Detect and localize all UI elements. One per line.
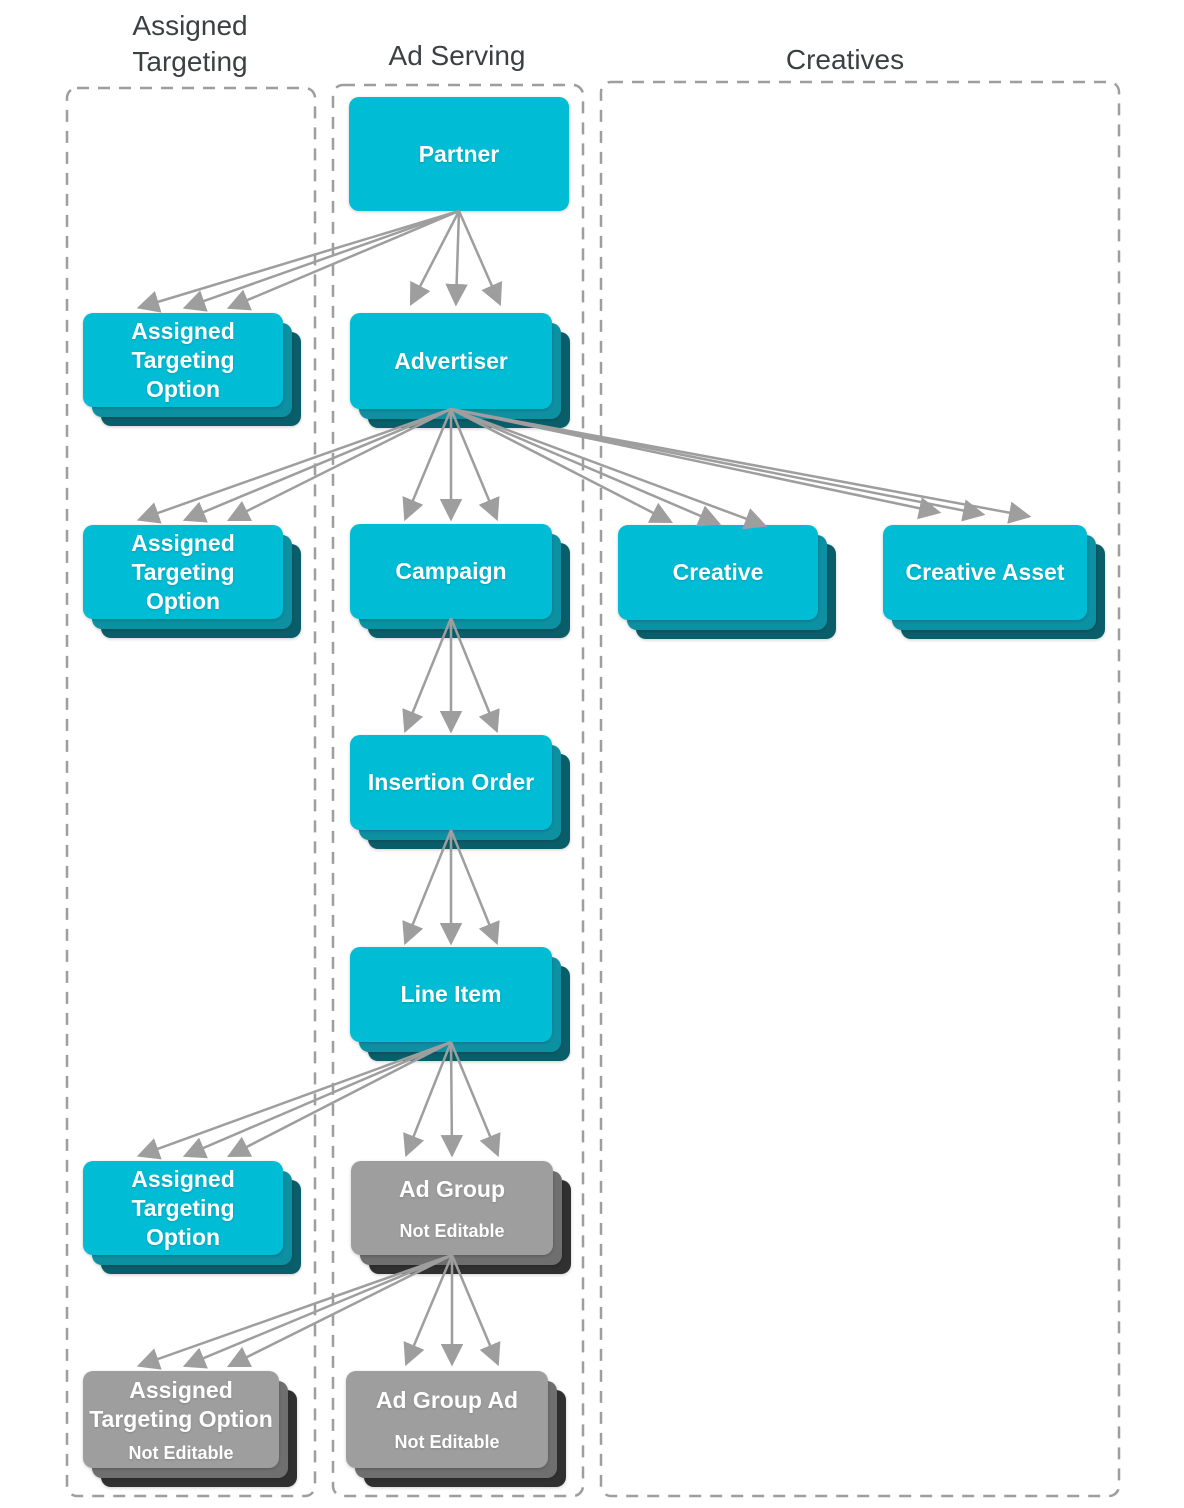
column-borders: [65, 80, 1121, 1498]
column-title-assigned-targeting: Assigned Targeting: [132, 10, 248, 77]
node-label: Ad Group: [398, 1175, 506, 1202]
node-partner: Partner: [349, 97, 569, 211]
edge-line: [457, 210, 503, 307]
node-creative-asset: Creative Asset: [883, 525, 1087, 620]
node-ad-group-ad: Ad Group Ad Not Editable: [346, 1371, 548, 1468]
node-label: Creative Asset: [905, 559, 1065, 585]
node-label: Partner: [418, 140, 500, 167]
node-face: Assigned Targeting Option: [83, 313, 283, 407]
node-face: Insertion Order: [350, 735, 552, 830]
node-advertiser: Advertiser: [350, 313, 552, 409]
node-label: Ad Group Ad: [375, 1387, 519, 1413]
node-sublabel-not-editable: Not Editable: [128, 1442, 234, 1463]
edge-line: [226, 209, 460, 311]
edge-line: [445, 210, 468, 307]
node-assigned-targeting-option-line-item: Assigned Targeting Option: [83, 1161, 283, 1255]
node-label: Assigned Targeting Option: [131, 317, 235, 402]
node-insertion-order: Insertion Order: [350, 735, 552, 830]
column-title-ad-serving: Ad Serving: [388, 40, 526, 71]
node-label: Assigned Targeting Option: [131, 529, 235, 614]
node-assigned-targeting-option-advertiser: Assigned Targeting Option: [83, 525, 283, 619]
node-label: Campaign: [395, 558, 507, 584]
edge-line: [182, 209, 460, 312]
node-face: Campaign: [350, 524, 552, 619]
column-border-creatives: [599, 80, 1121, 1498]
node-face: Assigned Targeting Option: [83, 1161, 283, 1255]
edge-partner-to-advertiser: [409, 210, 503, 307]
node-label: Assigned Targeting Option: [89, 1376, 273, 1432]
node-partner-face: Partner: [349, 97, 569, 211]
node-face: Ad Group Not Editable: [351, 1161, 553, 1255]
node-face: Assigned Targeting Option: [83, 525, 283, 619]
node-face: Advertiser: [350, 313, 552, 409]
node-face: Assigned Targeting Option Not Editable: [83, 1371, 279, 1468]
edge-partner-to-assigned-targeting-option: [136, 209, 460, 313]
node-label: Line Item: [400, 981, 502, 1007]
edge-line: [136, 209, 460, 313]
node-assigned-targeting-option-ad-group: Assigned Targeting Option Not Editable: [83, 1371, 279, 1468]
node-label: Advertiser: [394, 347, 508, 374]
node-label: Assigned Targeting Option: [131, 1165, 235, 1250]
column-border-assigned-targeting: [65, 86, 317, 1498]
node-face: Creative Asset: [883, 525, 1087, 620]
node-face: Ad Group Ad Not Editable: [346, 1371, 548, 1468]
edge-line: [409, 210, 461, 306]
node-label: Creative: [672, 559, 764, 585]
node-line-item: Line Item: [350, 947, 552, 1042]
node-label: Insertion Order: [367, 769, 535, 795]
node-campaign: Campaign: [350, 524, 552, 619]
node-face: Creative: [618, 525, 818, 620]
node-face: Line Item: [350, 947, 552, 1042]
node-assigned-targeting-option-partner: Assigned Targeting Option: [83, 313, 283, 407]
node-ad-group: Ad Group Not Editable: [351, 1161, 553, 1255]
node-creative: Creative: [618, 525, 818, 620]
node-sublabel-not-editable: Not Editable: [399, 1220, 505, 1241]
node-sublabel-not-editable: Not Editable: [394, 1432, 500, 1452]
column-title-creatives: Creatives: [785, 44, 905, 75]
